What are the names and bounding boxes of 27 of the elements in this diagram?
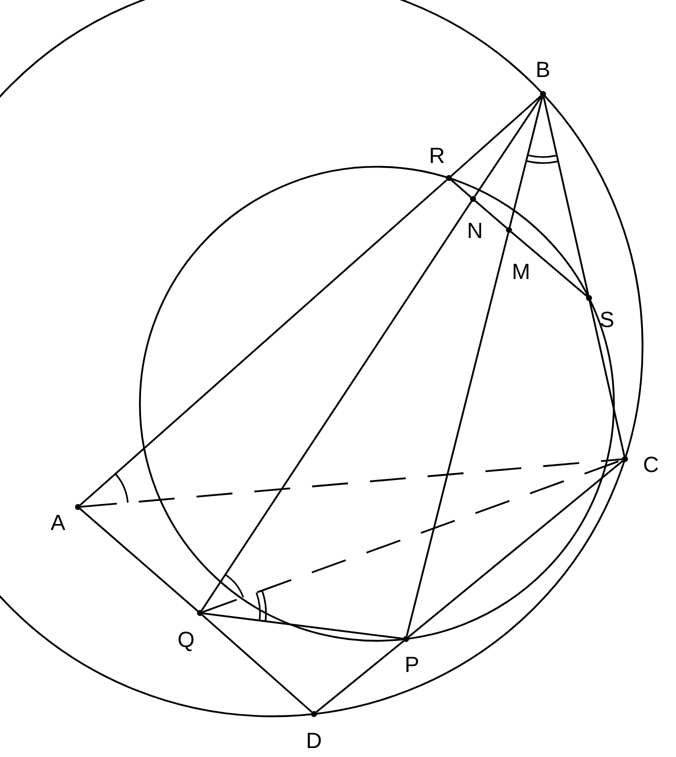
- segment: [450, 95, 542, 177]
- segment: [508, 96, 544, 228]
- segment: [474, 200, 508, 229]
- segment: [80, 508, 198, 612]
- segment: [542, 96, 590, 296]
- point-label: S: [600, 309, 614, 331]
- segment: [80, 179, 448, 506]
- segment: [202, 612, 404, 640]
- point-label: A: [50, 512, 66, 534]
- segment: [316, 640, 404, 713]
- point-label: B: [536, 59, 550, 81]
- point-label: N: [467, 220, 483, 242]
- segment: [588, 300, 626, 456]
- segment: [450, 179, 472, 198]
- segment: [408, 460, 624, 638]
- point-label: M: [512, 261, 530, 283]
- point-label: D: [306, 730, 322, 752]
- point-label: Q: [177, 629, 195, 651]
- segment: [510, 231, 588, 297]
- point-label: C: [643, 454, 659, 476]
- segment: [200, 201, 472, 611]
- segment: [474, 96, 542, 197]
- segment: [202, 614, 312, 713]
- segment: [406, 232, 510, 636]
- point-label: P: [404, 654, 420, 676]
- dashed-segment: [80, 458, 622, 508]
- point-label: R: [429, 145, 445, 167]
